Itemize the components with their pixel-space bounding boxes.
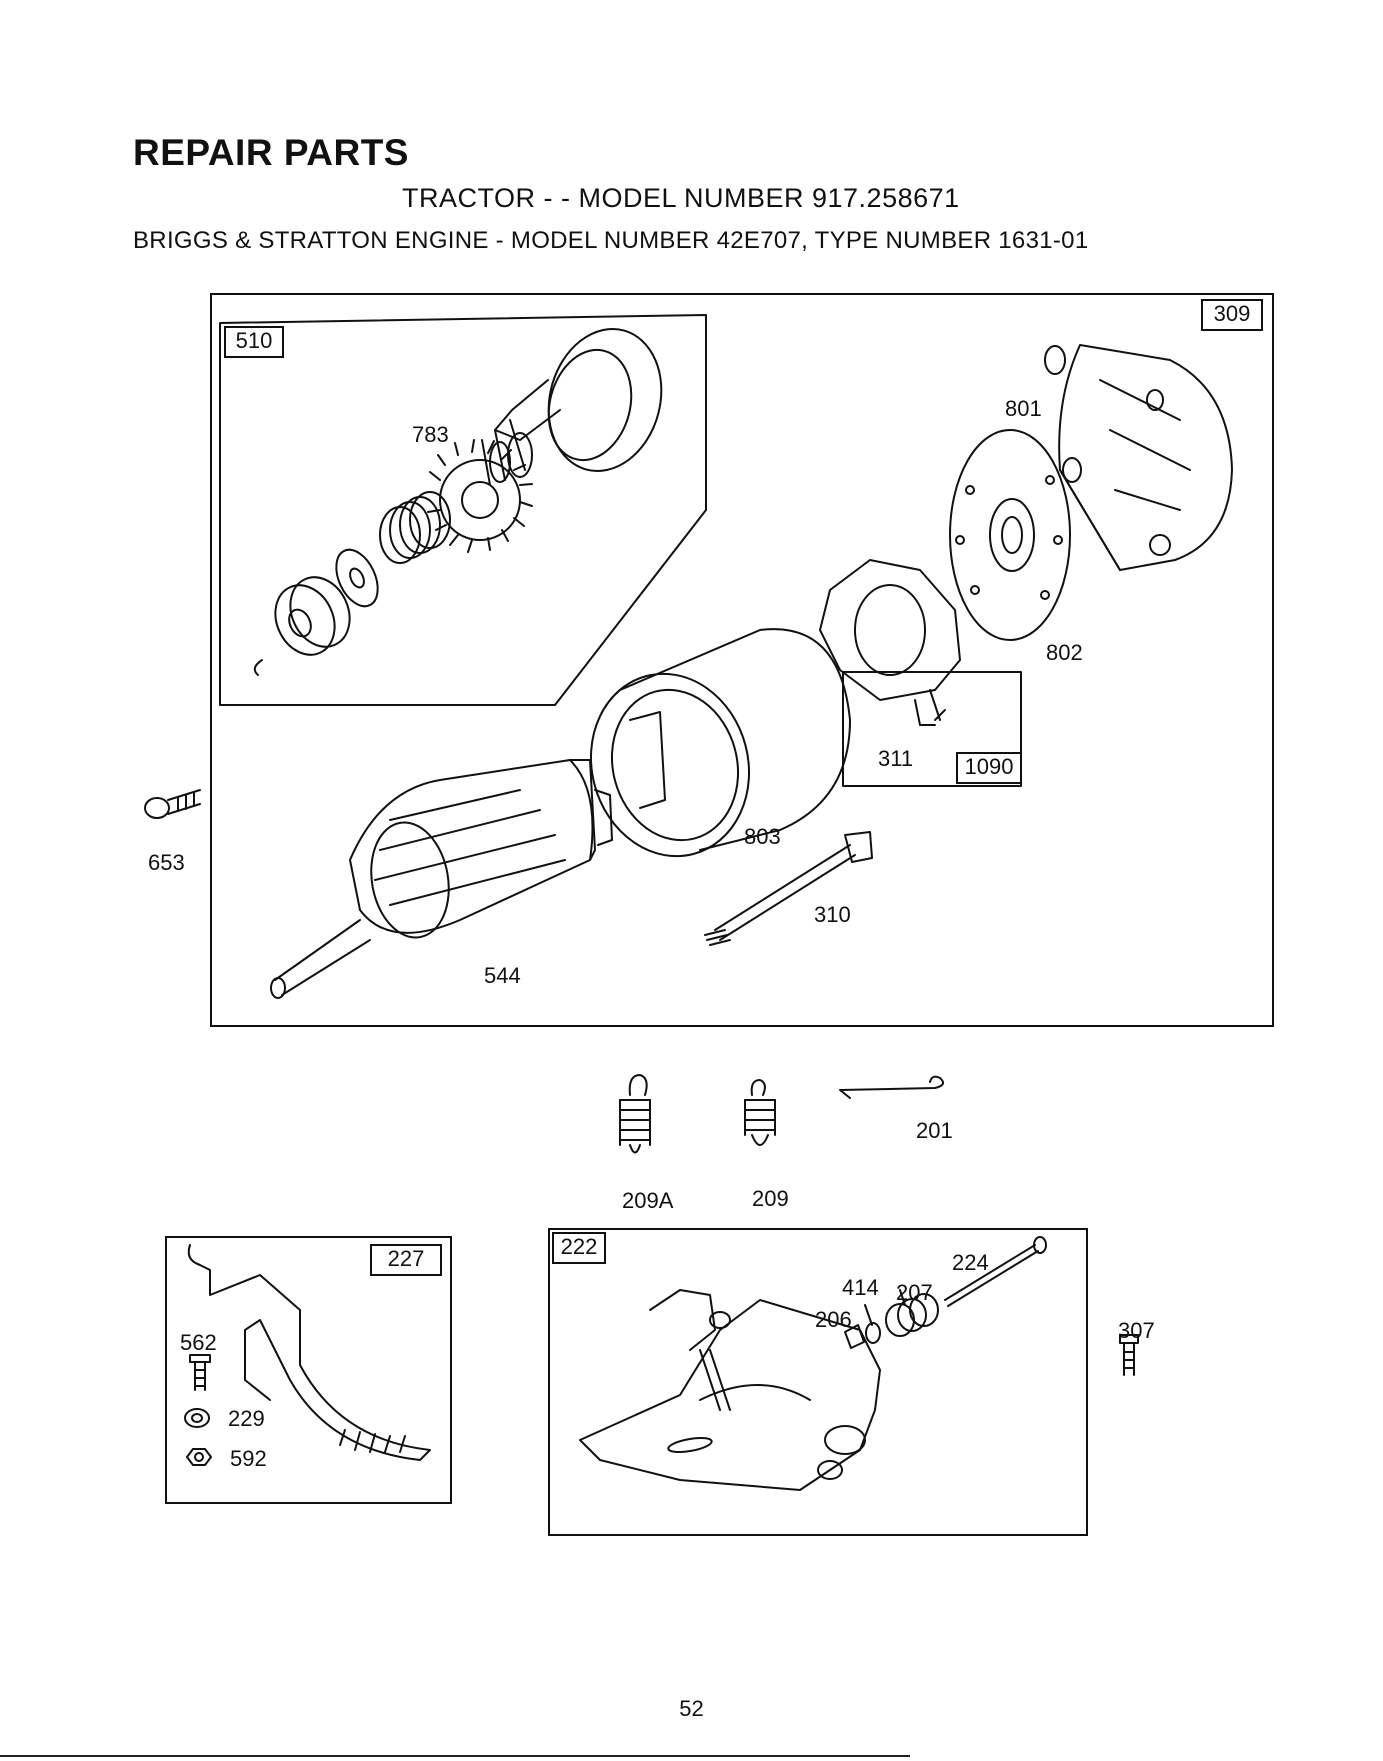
pinion-inset-outline [220, 315, 706, 705]
callout-592: 592 [230, 1446, 267, 1472]
callout-802: 802 [1046, 640, 1083, 666]
callout-207: 207 [896, 1280, 933, 1306]
callout-544: 544 [484, 963, 521, 989]
spring-209 [745, 1080, 775, 1145]
stop-collar [264, 568, 360, 665]
callout-310: 310 [814, 902, 851, 928]
box-label-510: 510 [224, 326, 284, 358]
washer-229 [185, 1409, 209, 1427]
callout-209A: 209A [622, 1188, 673, 1214]
callout-783: 783 [412, 422, 449, 448]
helical-shaft [482, 420, 532, 485]
callout-209: 209 [752, 1186, 789, 1212]
callout-653: 653 [148, 850, 185, 876]
through-bolt [705, 832, 872, 945]
brush-holder [820, 560, 960, 725]
callout-206: 206 [815, 1307, 852, 1333]
retaining-ring [255, 660, 262, 675]
gear-housing [1045, 345, 1232, 570]
callout-201: 201 [916, 1118, 953, 1144]
callout-414: 414 [842, 1275, 879, 1301]
pinion-gear [428, 440, 532, 552]
nut-592 [187, 1449, 211, 1465]
callout-562: 562 [180, 1330, 217, 1356]
callout-803: 803 [744, 824, 781, 850]
screw-653 [145, 790, 200, 818]
pinion-washer [328, 543, 386, 613]
spring-209A [620, 1075, 650, 1153]
box-label-1090: 1090 [956, 752, 1022, 784]
armature [271, 760, 612, 998]
throttle-plate [189, 1245, 430, 1460]
callout-311: 311 [878, 746, 913, 772]
callout-307: 307 [1118, 1318, 1155, 1344]
screw-562 [190, 1355, 210, 1390]
callout-229: 229 [228, 1406, 265, 1432]
bottom-rule [0, 1755, 910, 1757]
callout-224: 224 [952, 1250, 989, 1276]
callout-801: 801 [1005, 396, 1042, 422]
page-number: 52 [0, 1696, 1383, 1722]
end-plate [950, 430, 1070, 640]
washer-414 [866, 1323, 880, 1343]
governor-link-201 [840, 1077, 943, 1098]
